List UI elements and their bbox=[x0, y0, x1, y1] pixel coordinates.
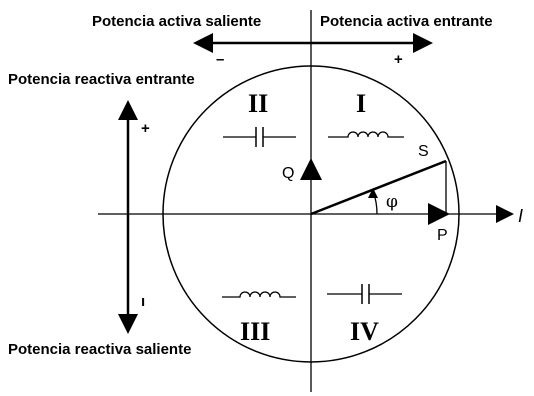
angle-arc bbox=[368, 188, 378, 215]
reactive-power-arrow bbox=[118, 100, 138, 334]
active-incoming-label: Potencia activa entrante bbox=[320, 13, 493, 30]
active-outgoing-label: Potencia activa saliente bbox=[92, 13, 261, 30]
p-vector-arrowhead bbox=[428, 203, 450, 225]
reactive-outgoing-label: Potencia reactiva saliente bbox=[8, 341, 191, 358]
inductor-icon bbox=[328, 131, 404, 138]
phi-label: φ bbox=[386, 192, 398, 212]
active-power-arrow bbox=[193, 33, 433, 53]
quadrant-3-label: III bbox=[240, 317, 270, 346]
current-axis-arrowhead bbox=[496, 205, 514, 223]
minus-sign: – bbox=[216, 51, 224, 68]
inductor-icon bbox=[222, 291, 296, 298]
q-label: Q bbox=[282, 165, 294, 182]
p-label: P bbox=[437, 227, 448, 244]
s-vector bbox=[310, 159, 447, 216]
q-vector-arrowhead bbox=[300, 158, 322, 180]
capacitor-icon bbox=[223, 127, 296, 147]
current-label: I bbox=[518, 206, 523, 226]
minus-sign-vertical: ı bbox=[141, 293, 145, 310]
plus-sign-horizontal: + bbox=[394, 51, 403, 68]
quadrant-1-label: I bbox=[356, 89, 366, 118]
plus-sign-vertical: + bbox=[141, 120, 150, 137]
power-circle bbox=[162, 65, 460, 363]
quadrant-4-label: IV bbox=[350, 317, 379, 346]
reactive-incoming-label: Potencia reactiva entrante bbox=[8, 71, 195, 88]
s-label: S bbox=[418, 143, 429, 160]
capacitor-icon bbox=[327, 284, 402, 304]
quadrant-2-label: II bbox=[248, 89, 268, 118]
